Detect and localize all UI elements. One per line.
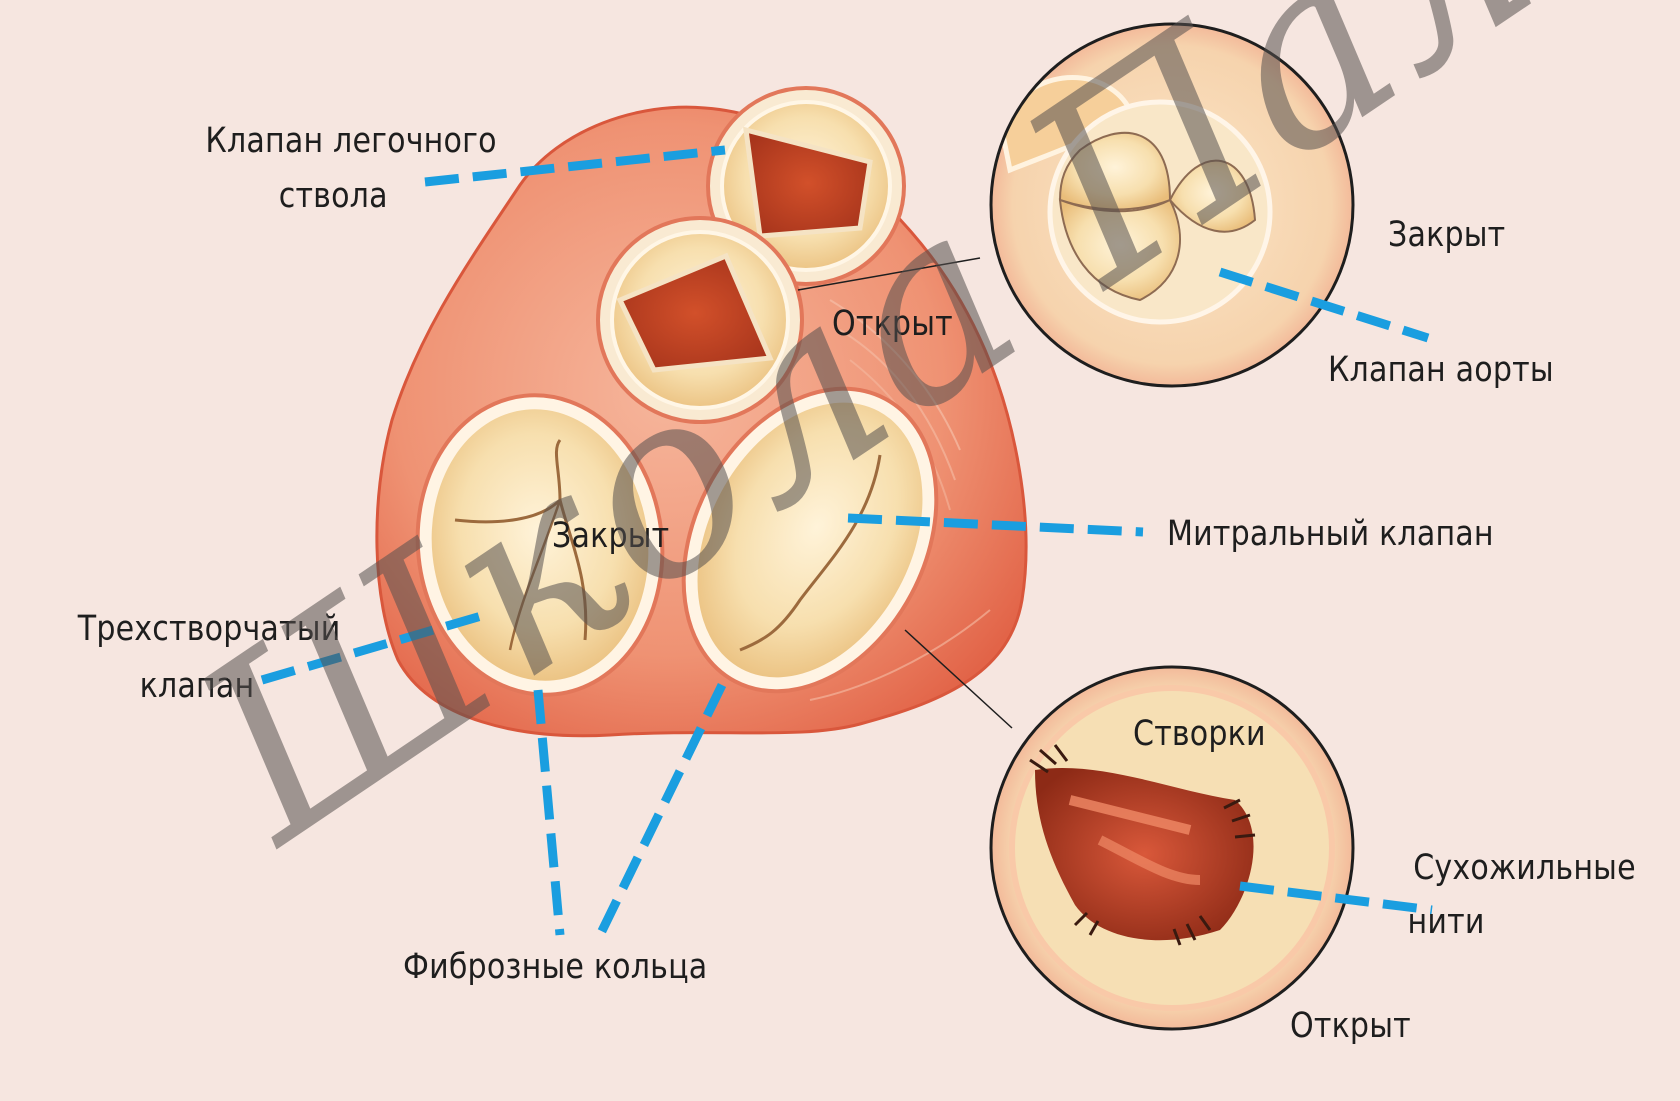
aortic-closed-label: Закрыт — [1388, 215, 1506, 255]
mitral-valve-open-inset — [989, 665, 1355, 1031]
pulmonary-valve-label-line1: Клапан легочного — [205, 121, 497, 161]
mitral-valve-label: Митральный клапан — [1167, 514, 1494, 554]
tricuspid-valve-label-line1: Трехстворчатый — [77, 609, 340, 649]
leader-lines — [260, 145, 1433, 937]
aortic-valve-closed-inset — [989, 22, 1355, 388]
mitral-open-label: Открыт — [1290, 1006, 1411, 1046]
tricuspid-valve-label-line2: клапан — [139, 666, 254, 706]
chordae-label-line1: Сухожильные — [1413, 848, 1636, 888]
fibrous-rings-label: Фиброзные кольца — [403, 947, 708, 987]
aortic-valve — [596, 216, 804, 424]
mitral-valve — [681, 386, 939, 694]
pulmonary-valve-label-line2: ствола — [279, 176, 388, 216]
aortic-valve-label: Клапан аорты — [1328, 350, 1554, 390]
pulmonary-open-label: Открыт — [832, 304, 953, 344]
cusps-label: Створки — [1133, 714, 1266, 754]
center-closed-label: Закрыт — [552, 516, 670, 556]
chordae-label-line2: нити — [1407, 902, 1485, 942]
